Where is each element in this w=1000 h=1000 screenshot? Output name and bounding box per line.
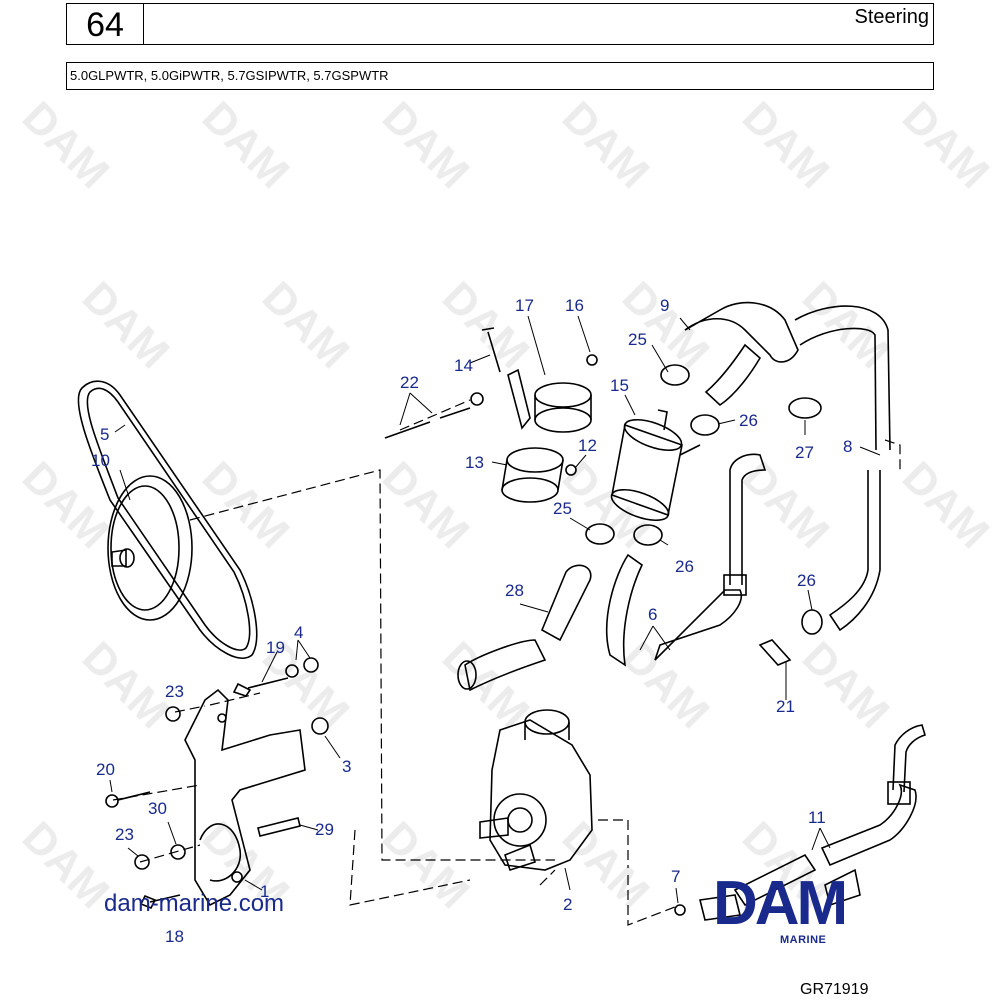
callout-29: 29 bbox=[315, 820, 334, 839]
callout-6: 6 bbox=[648, 605, 657, 624]
line-art bbox=[77, 301, 926, 926]
callout-labels: 1 2 3 4 5 6 7 8 9 10 11 12 13 14 15 16 1… bbox=[91, 296, 852, 946]
callout-19: 19 bbox=[266, 638, 285, 657]
watermark-text: DAM bbox=[73, 272, 179, 378]
callout-23-bottom: 23 bbox=[115, 825, 134, 844]
watermark-text: DAM bbox=[893, 452, 999, 558]
callout-16: 16 bbox=[565, 296, 584, 315]
watermark-text: DAM bbox=[553, 92, 659, 198]
clamp-bracket bbox=[507, 368, 531, 430]
drive-belt bbox=[77, 380, 258, 659]
watermark-text: DAM bbox=[193, 452, 299, 558]
callout-30: 30 bbox=[148, 799, 167, 818]
callout-27: 27 bbox=[795, 443, 814, 462]
watermark-text: DAM bbox=[13, 92, 119, 198]
callout-8: 8 bbox=[843, 437, 852, 456]
callout-5: 5 bbox=[100, 425, 109, 444]
pulley bbox=[107, 475, 193, 621]
callout-1: 1 bbox=[260, 882, 269, 901]
callout-25-bottom: 25 bbox=[553, 499, 572, 518]
website-url: dam-marine.com bbox=[104, 890, 285, 917]
mounting-bracket bbox=[184, 688, 306, 907]
power-steering-pump bbox=[489, 719, 593, 871]
watermark-text: DAM bbox=[793, 632, 899, 738]
callout-18: 18 bbox=[165, 927, 184, 946]
callout-11: 11 bbox=[808, 808, 826, 827]
watermark-text: DAM bbox=[13, 812, 119, 918]
callout-22: 22 bbox=[400, 373, 419, 392]
figure-id: GR71919 bbox=[800, 981, 869, 998]
section-title: Steering bbox=[854, 6, 930, 28]
watermark-layer: DAM DAM DAM DAM DAM DAM DAM DAM DAM DAM … bbox=[13, 92, 999, 918]
callout-14: 14 bbox=[454, 356, 473, 375]
page-number: 64 bbox=[67, 4, 144, 44]
hose-6 bbox=[606, 553, 644, 667]
callout-4: 4 bbox=[294, 623, 303, 642]
callout-7: 7 bbox=[671, 867, 680, 886]
watermark-text: DAM bbox=[373, 452, 479, 558]
callout-3: 3 bbox=[342, 757, 351, 776]
callout-12: 12 bbox=[578, 436, 597, 455]
watermark-text: DAM bbox=[893, 92, 999, 198]
watermark-text: DAM bbox=[433, 272, 539, 378]
callout-25-top: 25 bbox=[628, 330, 647, 349]
watermark-text: DAM bbox=[733, 92, 839, 198]
callout-26-middle: 26 bbox=[675, 557, 694, 576]
pressure-line-11 bbox=[733, 853, 817, 907]
watermark-text: DAM bbox=[613, 272, 719, 378]
watermark-text: DAM bbox=[73, 632, 179, 738]
leader-lines bbox=[109, 315, 881, 904]
callout-13: 13 bbox=[465, 453, 484, 472]
callout-23-top: 23 bbox=[165, 682, 184, 701]
watermark-text: DAM bbox=[253, 272, 359, 378]
watermark-text: DAM bbox=[373, 92, 479, 198]
callout-26-right: 26 bbox=[797, 571, 816, 590]
watermark-text: DAM bbox=[373, 812, 479, 918]
callout-15: 15 bbox=[610, 376, 629, 395]
return-hose bbox=[684, 301, 799, 363]
callout-10: 10 bbox=[91, 451, 110, 470]
dam-logo: DAM bbox=[713, 869, 848, 938]
callout-26-upper: 26 bbox=[739, 411, 758, 430]
callout-17: 17 bbox=[515, 296, 534, 315]
watermark-text: DAM bbox=[193, 92, 299, 198]
watermark-text: DAM bbox=[733, 452, 839, 558]
callout-21: 21 bbox=[776, 697, 795, 716]
watermark-text: DAM bbox=[793, 272, 899, 378]
hose-28 bbox=[540, 564, 592, 642]
callout-28: 28 bbox=[505, 581, 524, 600]
callout-2: 2 bbox=[563, 895, 572, 914]
callout-9: 9 bbox=[660, 296, 669, 315]
brand-subtitle: MARINE bbox=[780, 934, 827, 946]
model-list: 5.0GLPWTR, 5.0GiPWTR, 5.7GSIPWTR, 5.7GSP… bbox=[66, 62, 934, 90]
page-header: 64 Steering bbox=[66, 3, 934, 45]
callout-20: 20 bbox=[96, 760, 115, 779]
brand-name: DAM bbox=[713, 869, 845, 938]
